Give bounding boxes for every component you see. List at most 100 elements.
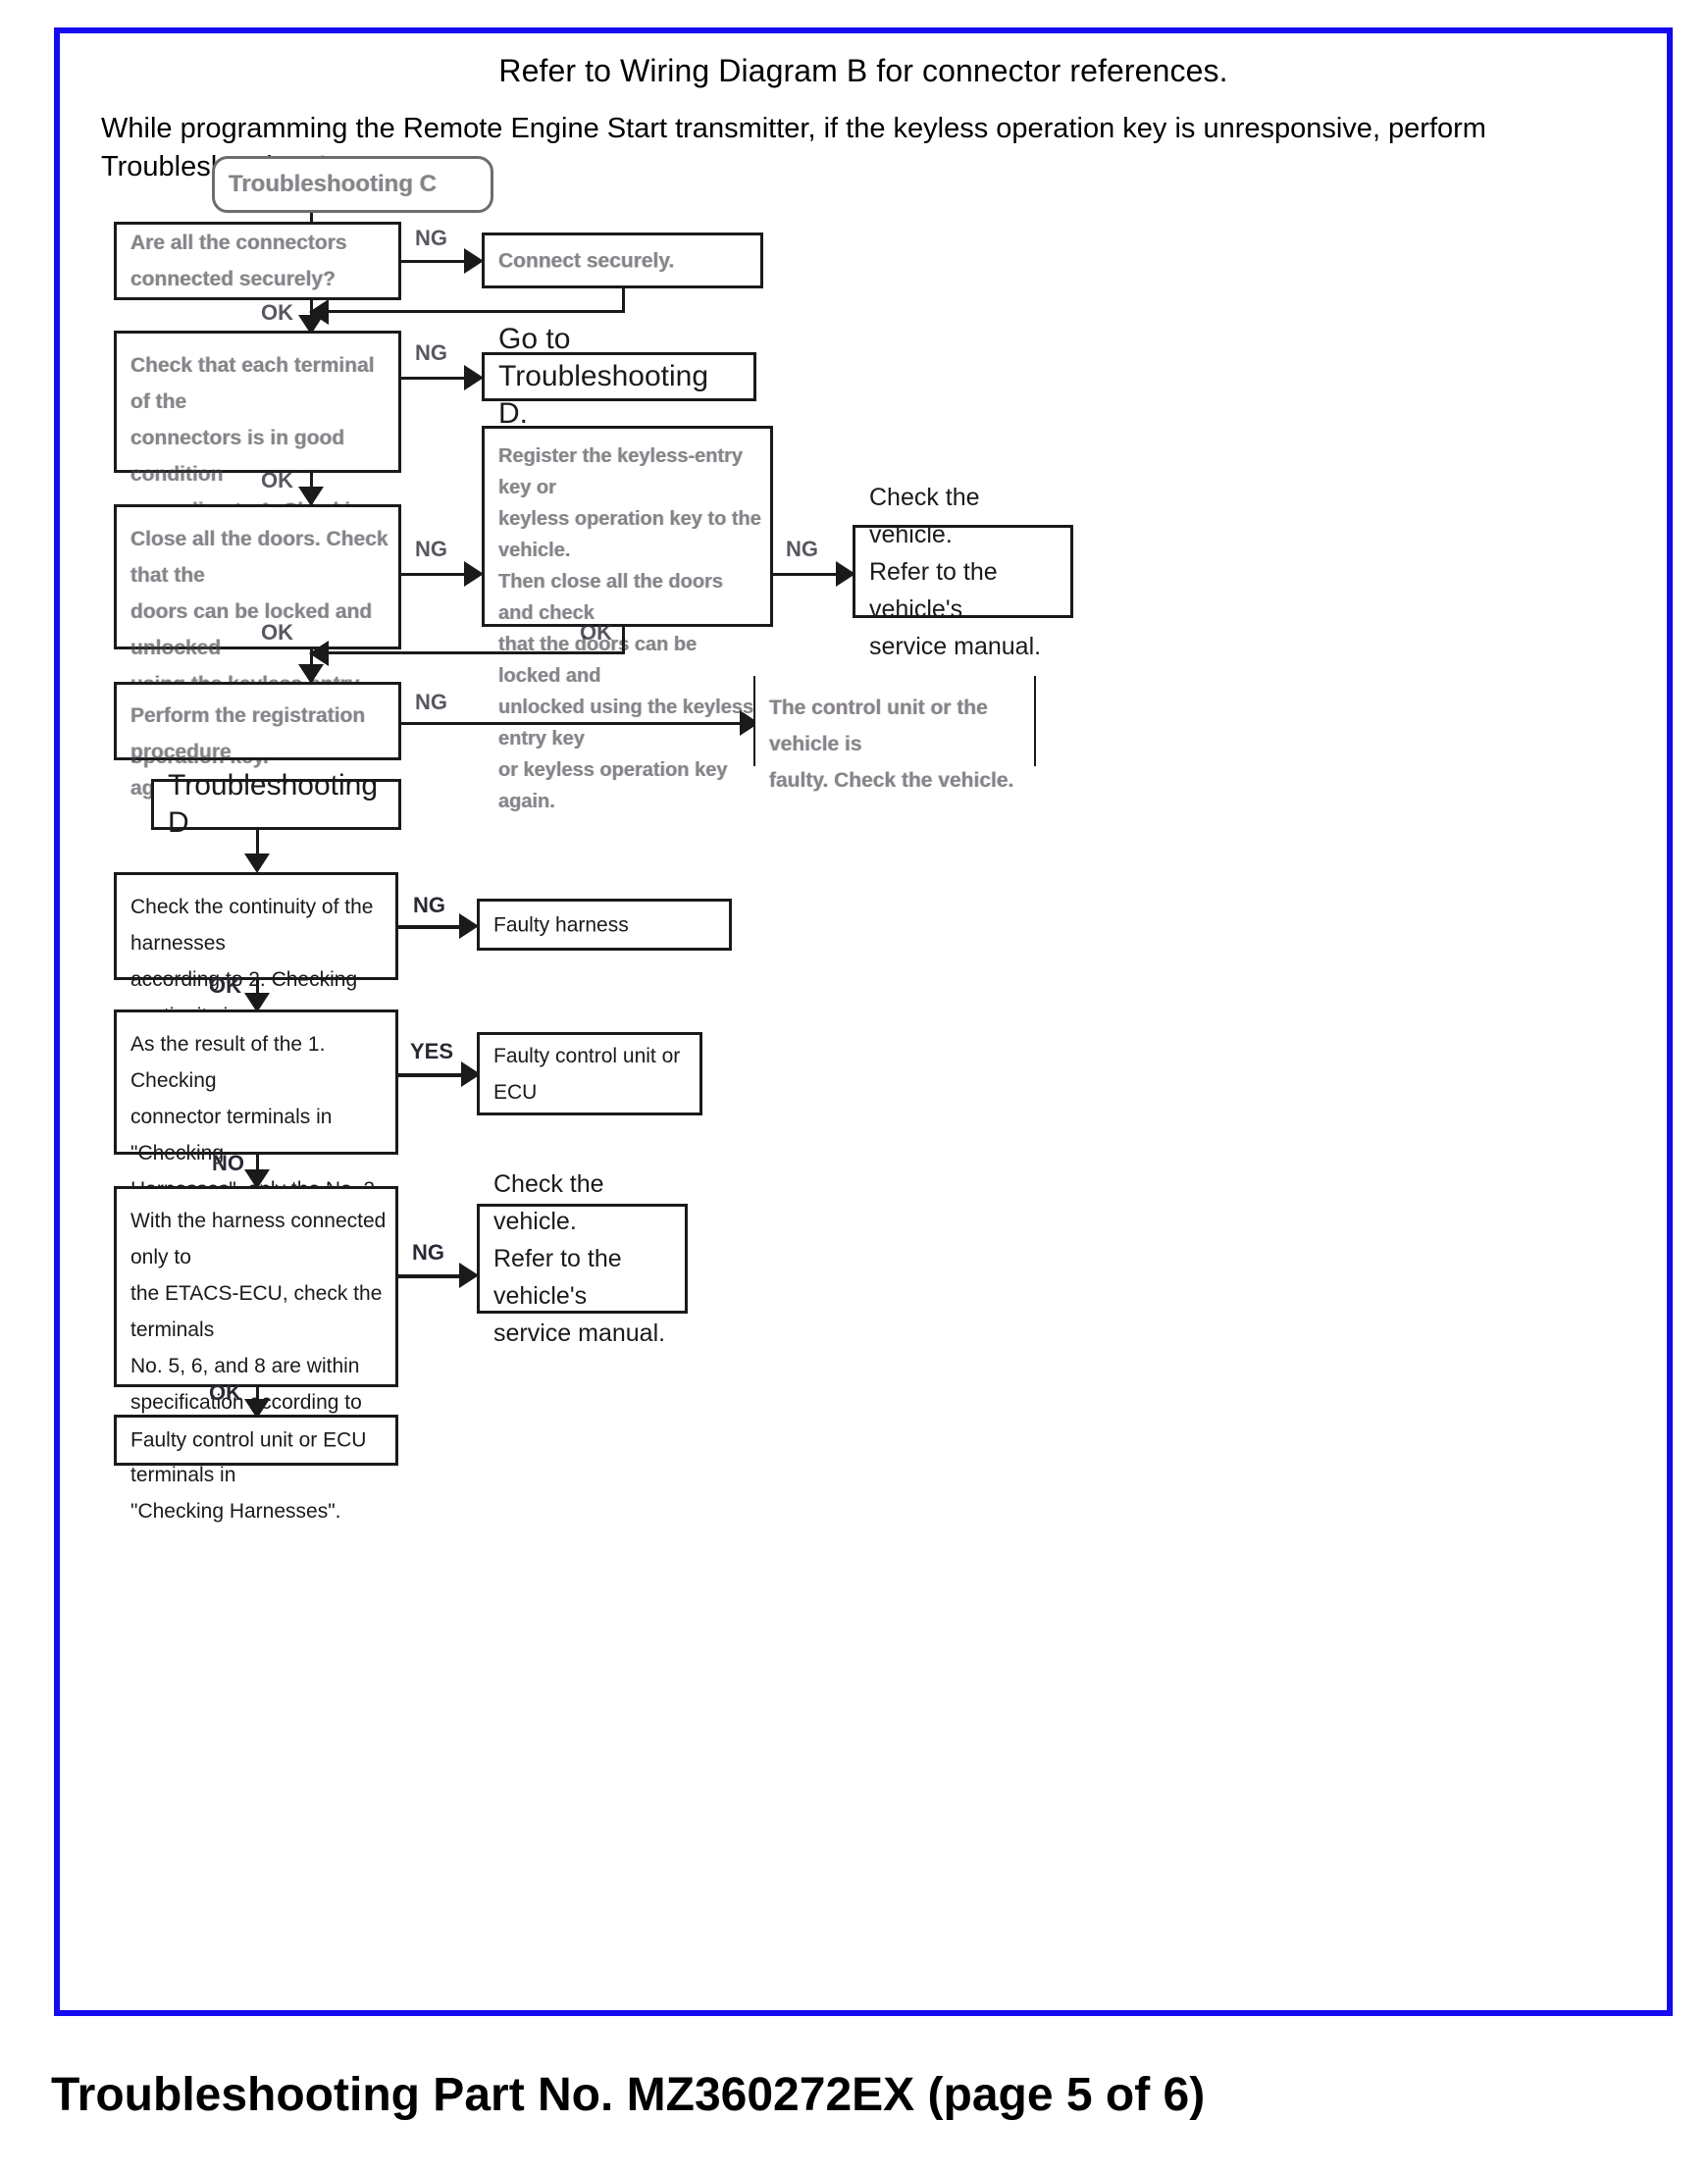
node-check-terminals-5-6-8: With the harness connected only to the E… <box>114 1186 398 1523</box>
node-go-to-troubleshooting-d: Go to Troubleshooting D. <box>482 323 756 430</box>
arrow-right-icon <box>459 913 479 939</box>
node-text: Are all the connectors connected securel… <box>130 232 347 290</box>
node-troubleshooting-d-start: Troubleshooting D <box>151 769 401 839</box>
node-register-keys: Register the keyless-entry key or keyles… <box>482 426 773 812</box>
label-yes: YES <box>410 1039 454 1063</box>
label-no: NO <box>212 1151 244 1175</box>
arrow-down-icon <box>244 1169 270 1189</box>
arrow-right-icon <box>464 365 484 390</box>
node-text-line: Faulty control unit or <box>493 1044 681 1067</box>
node-label: With the harness connected only to the E… <box>130 1203 388 1529</box>
connector-d-step3-ng <box>398 1274 469 1278</box>
arrow-right-icon <box>836 561 855 587</box>
node-check-doors-lock-unlock: Close all the doors. Check that the door… <box>114 504 401 768</box>
node-text-line: Then close all the doors and check <box>498 571 723 624</box>
label-ok: OK <box>261 300 293 325</box>
node-label: Faulty control unit or ECU <box>493 1038 692 1111</box>
node-perform-registration-again: Perform the registration procedure again… <box>114 682 401 800</box>
node-text-line: No. 5, 6, and 8 are within <box>130 1355 360 1377</box>
node-label: Check the vehicle. Refer to the vehicle'… <box>869 479 1062 665</box>
label-ng: NG <box>415 340 447 365</box>
connector-register-ok-v <box>622 627 625 654</box>
node-text-line: Refer to the vehicle's <box>493 1245 622 1310</box>
node-connect-securely: Connect securely. <box>482 233 763 288</box>
arrow-down-icon <box>244 993 270 1012</box>
label-ng: NG <box>786 537 818 561</box>
node-text-line: Close all the doors. Check that the <box>130 528 388 587</box>
connector-step1-ng <box>401 260 470 263</box>
node-text-line: connectors is in good condition <box>130 427 345 486</box>
arrow-right-icon <box>459 1263 479 1288</box>
connector-d-step1-ng <box>398 925 469 929</box>
connector-d-step2-yes <box>398 1073 471 1077</box>
node-check-vehicle-service-manual-1: Check the vehicle. Refer to the vehicle'… <box>853 484 1073 660</box>
node-text-line: connector terminals in "Checking <box>130 1106 333 1164</box>
node-check-connectors-secure: Are all the connectors connected securel… <box>114 222 401 300</box>
node-label: Connect securely. <box>498 249 675 272</box>
label-ok: OK <box>580 620 612 645</box>
node-text-line: ECU <box>493 1080 538 1104</box>
node-label: The control unit or the vehicle is fault… <box>769 690 1026 799</box>
node-label: Faulty harness <box>493 913 629 936</box>
arrow-right-icon <box>461 1061 481 1087</box>
page-footer: Troubleshooting Part No. MZ360272EX (pag… <box>51 2069 1206 2121</box>
arrow-down-icon <box>298 487 324 506</box>
label-ok: OK <box>209 1380 241 1405</box>
node-text-line: or keyless operation key again. <box>498 759 728 812</box>
node-text-line: Check the vehicle. <box>869 483 980 548</box>
node-text-line: Register the keyless-entry key or <box>498 445 744 498</box>
node-text-line: With the harness connected only to <box>130 1210 387 1268</box>
node-label: Faulty control unit or ECU <box>130 1428 367 1452</box>
node-text-line: faulty. Check the vehicle. <box>769 769 1014 792</box>
connector-register-ng <box>773 573 846 576</box>
node-text-line: doors can be locked and unlocked <box>130 600 373 659</box>
node-text-line: Check the continuity of the harnesses <box>130 896 374 955</box>
connector-connect-securely-return-v <box>622 288 625 313</box>
node-faulty-control-unit-or-ecu-branch: Faulty control unit or ECU <box>477 1032 702 1115</box>
node-faulty-harness: Faulty harness <box>477 899 732 951</box>
node-terminal-2-out-of-spec: As the result of the 1. Checking connect… <box>114 1009 398 1310</box>
connector-step3-ng <box>401 573 474 576</box>
arrow-down-icon <box>298 664 324 684</box>
node-faulty-control-unit-or-ecu-end: Faulty control unit or ECU <box>114 1415 398 1466</box>
node-label: Troubleshooting D <box>168 769 379 839</box>
arrow-down-icon <box>244 854 270 873</box>
node-text-line: As the result of the 1. Checking <box>130 1033 326 1092</box>
blue-page-frame: Refer to Wiring Diagram B for connector … <box>54 27 1673 2016</box>
node-text-line: unlocked using the keyless-entry key <box>498 697 760 750</box>
connector-d-start-to-step1 <box>256 830 259 861</box>
node-troubleshooting-c-start: Troubleshooting C <box>212 156 493 213</box>
arrow-right-icon <box>464 561 484 587</box>
label-ok: OK <box>209 973 241 998</box>
node-text-line: that the doors can be locked and <box>498 634 698 687</box>
label-ng: NG <box>413 893 445 917</box>
label-ng: NG <box>415 537 447 561</box>
connector-step4-ng <box>401 722 750 725</box>
node-text-line: service manual. <box>869 632 1042 660</box>
connector-register-ok-h <box>317 651 625 654</box>
node-control-unit-faulty: The control unit or the vehicle is fault… <box>753 676 1036 792</box>
label-ok: OK <box>261 620 293 645</box>
node-text-line: Perform the registration procedure <box>130 704 366 763</box>
node-label: Go to Troubleshooting D. <box>498 323 709 430</box>
node-check-vehicle-service-manual-2: Check the vehicle. Refer to the vehicle'… <box>477 1170 688 1347</box>
page-heading: Refer to Wiring Diagram B for connector … <box>498 53 1228 88</box>
label-ng: NG <box>415 690 447 714</box>
node-text-line: The control unit or the vehicle is <box>769 697 988 755</box>
node-text-line: Check that each terminal of the <box>130 354 375 413</box>
node-check-continuity-harnesses: Check the continuity of the harnesses ac… <box>114 872 398 1063</box>
node-label: Check the vehicle. Refer to the vehicle'… <box>493 1165 677 1352</box>
arrow-down-icon <box>244 1399 270 1419</box>
arrow-right-icon <box>464 248 484 274</box>
node-text-line: service manual. <box>493 1319 666 1347</box>
label-ok: OK <box>261 468 293 492</box>
node-label: Register the keyless-entry key or keyles… <box>498 440 762 817</box>
arrow-left-icon <box>309 641 329 666</box>
node-label: Troubleshooting C <box>229 171 437 197</box>
label-ng: NG <box>412 1240 444 1265</box>
arrow-down-icon <box>298 315 324 335</box>
node-text-line: keyless operation key to the vehicle. <box>498 508 761 561</box>
connector-connect-securely-return-h <box>317 310 625 313</box>
node-text-line: the ETACS-ECU, check the terminals <box>130 1282 383 1341</box>
